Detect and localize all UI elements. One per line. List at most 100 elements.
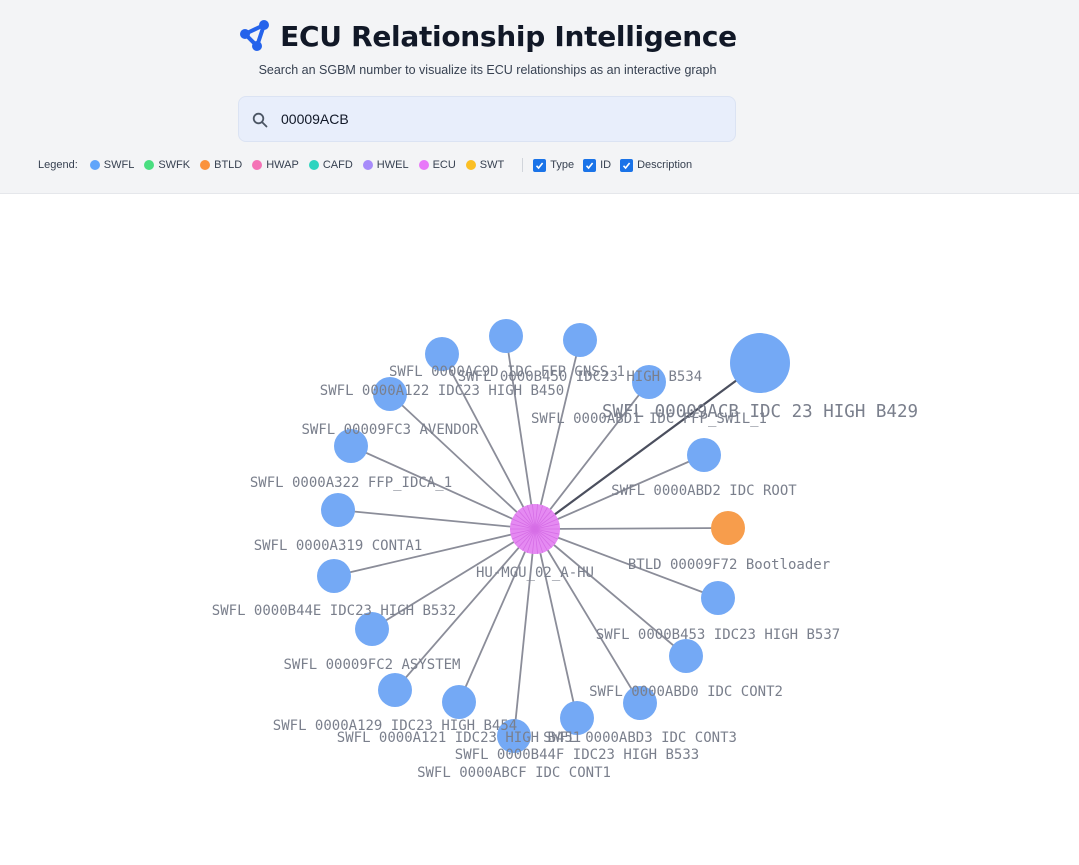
graph-node-swfl[interactable] <box>701 581 735 615</box>
toggle-id[interactable]: ID <box>583 158 611 172</box>
ecu-node-spoke <box>534 505 544 530</box>
legend-dot <box>200 160 211 170</box>
legend-item-swfl: SWFL <box>89 159 134 171</box>
checkbox[interactable] <box>620 158 634 172</box>
ecu-node-spoke <box>534 528 548 551</box>
graph-node-label: SWFL 0000ABD1 IDC FFP_SWIL_1 <box>531 411 767 427</box>
ecu-node-label: HU-MGU_02_A-HU <box>476 565 594 581</box>
graph-node-label: BTLD 00009F72 Bootloader <box>628 557 830 573</box>
ecu-node-spoke <box>534 528 560 535</box>
legend-item-label: ECU <box>432 159 456 171</box>
ecu-node-spoke <box>511 518 536 530</box>
search-icon <box>252 112 268 128</box>
ecu-node-spoke <box>534 528 539 554</box>
graph-node-label: SWFL 0000A322 FFP_IDCA_1 <box>250 475 452 491</box>
graph-node-swfl[interactable] <box>317 559 351 593</box>
graph-node-swfl[interactable] <box>373 377 407 411</box>
legend-item-label: BTLD <box>214 159 243 171</box>
graph-edge <box>350 445 536 530</box>
graph-node-swfl[interactable] <box>563 323 597 357</box>
graph-node-label: SWFL 0000ABD0 IDC CONT2 <box>589 684 783 700</box>
search-input[interactable] <box>281 97 721 141</box>
legend-dot <box>465 160 476 170</box>
legend-item-label: SWFK <box>158 159 191 171</box>
check-icon <box>586 162 594 169</box>
legend-item-swfk: SWFK <box>144 159 190 171</box>
graph-edge <box>389 393 536 530</box>
graph-node-swfl[interactable] <box>687 438 721 472</box>
ecu-node-spoke <box>534 518 559 530</box>
legend-dot <box>144 160 155 170</box>
graph-node-label: SWFL 00009ACB IDC 23 HIGH B429 <box>602 402 918 422</box>
label-toggles: Type ID Description <box>533 158 701 172</box>
graph-edge <box>534 528 578 719</box>
ecu-node-spoke <box>526 528 536 553</box>
ecu-node-spoke <box>531 528 536 554</box>
graph-node-swfl[interactable] <box>378 673 412 707</box>
legend-item-hwap: HWAP <box>252 159 299 171</box>
check-icon <box>536 162 544 169</box>
ecu-node-spoke <box>511 528 536 540</box>
legend-item-label: HWEL <box>376 159 409 171</box>
toggle-label: Description <box>637 159 693 171</box>
legend-item-label: HWAP <box>266 159 299 171</box>
ecu-node-spoke <box>526 505 536 530</box>
legend-label: Legend: <box>38 159 78 171</box>
graph-node-label: SWFL 0000A319 CONTA1 <box>254 538 423 554</box>
graph-node-label: SWFL 0000ABCF IDC CONT1 <box>417 765 611 781</box>
search-box[interactable] <box>238 96 736 142</box>
graph-node-label: SWFL 0000A121 IDC23 HIGH B451 <box>337 730 581 746</box>
graph-nodes <box>317 319 790 753</box>
graph-node-swfl[interactable] <box>669 639 703 673</box>
legend-dot <box>308 160 319 170</box>
legend-item-hwel: HWEL <box>362 159 409 171</box>
graph-node-label: SWFL 0000B44E IDC23 HIGH B532 <box>212 603 456 619</box>
legend-item-swt: SWT <box>465 159 504 171</box>
ecu-node-spoke <box>534 528 544 553</box>
graph-node-label: SWFL 0000AC9D IDC FFP GNSS 1 <box>389 364 625 380</box>
graph-edge <box>371 528 536 630</box>
graph-node-swfl[interactable] <box>355 612 389 646</box>
toggle-label: Type <box>550 159 575 171</box>
ecu-node-spoke <box>534 510 553 530</box>
graph-node-swfl[interactable] <box>623 686 657 720</box>
graph-node-swfl[interactable] <box>489 319 523 353</box>
graph-node-label: SWFL 0000B453 IDC23 HIGH B537 <box>596 627 840 643</box>
graph-node-label: SWFL 0000B44F IDC23 HIGH B533 <box>455 747 699 763</box>
share-nodes-icon <box>240 20 270 51</box>
graph-node-swfl[interactable] <box>334 429 368 463</box>
toggle-description[interactable]: Description <box>620 158 693 172</box>
graph-edges <box>333 335 761 737</box>
checkbox[interactable] <box>533 158 547 172</box>
graph-node-swfl[interactable] <box>497 719 531 753</box>
legend-item-btld: BTLD <box>200 159 242 171</box>
graph-node-swfl[interactable] <box>321 493 355 527</box>
ecu-node-spoke <box>531 504 536 530</box>
ecu-node-spoke <box>514 528 536 545</box>
graph-node-btld[interactable] <box>711 511 745 545</box>
graph-node-ecu[interactable] <box>510 504 560 554</box>
graph-node-swfl[interactable] <box>632 365 666 399</box>
ecu-node-spoke <box>517 510 536 530</box>
graph-edge <box>534 527 729 530</box>
graph-node-swfl[interactable] <box>442 685 476 719</box>
graph-node-label: SWFL 0000A129 IDC23 HIGH B454 <box>273 718 517 734</box>
title-row: ECU Relationship Intelligence <box>0 14 975 58</box>
ecu-node-spoke <box>534 523 560 530</box>
graph-node-swfl[interactable] <box>730 333 790 393</box>
checkbox[interactable] <box>583 158 597 172</box>
ecu-node-spoke <box>522 528 536 551</box>
graph-edge <box>458 528 536 703</box>
graph-node-swfl[interactable] <box>425 337 459 371</box>
graph-edge <box>534 528 641 704</box>
graph-edge <box>394 528 536 691</box>
page-subtitle: Search an SGBM number to visualize its E… <box>258 63 717 77</box>
graph-node-swfl[interactable] <box>560 701 594 735</box>
legend-dot <box>252 160 263 170</box>
legend-divider <box>522 158 524 172</box>
toggle-type[interactable]: Type <box>533 158 575 172</box>
ecu-node-spoke <box>534 528 553 548</box>
